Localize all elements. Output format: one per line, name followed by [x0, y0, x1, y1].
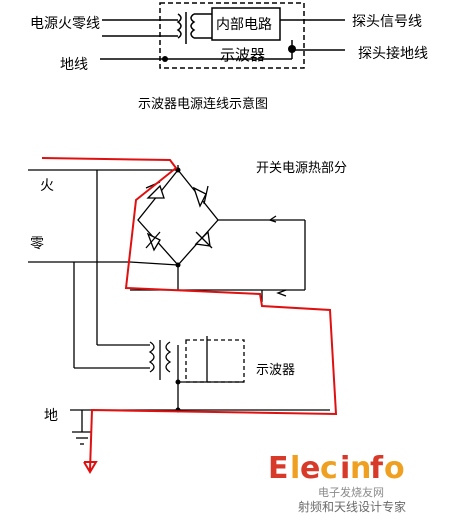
internal-circuit-box [211, 7, 281, 41]
transformer-primary [176, 13, 182, 39]
top-caption: 示波器电源连线示意图 [138, 96, 268, 112]
label-oscilloscope-bottom: 示波器 [256, 363, 295, 378]
label-neutral: 零 [30, 236, 44, 252]
label-live-neutral: 电源火零线 [30, 16, 100, 32]
brand-letter: l [290, 451, 300, 486]
probe-arrow [276, 289, 287, 297]
label-internal-circuit: 内部电路 [216, 17, 272, 33]
brand-letter: n [350, 451, 371, 486]
osc-transformer-primary [148, 341, 155, 373]
label-probe-signal: 探头信号线 [352, 14, 422, 30]
label-probe-ground: 探头接地线 [358, 45, 428, 62]
oscilloscope-box [185, 339, 245, 383]
bridge-rectifier [137, 169, 219, 266]
brand-sub: 电子发烧友网 [318, 485, 384, 499]
arrow-head [268, 215, 277, 223]
junction-dot [288, 45, 296, 53]
brand-letter: i [340, 451, 350, 486]
brand-letter: f [370, 451, 384, 486]
watermark-logo: E l e c i n f o 电子发烧友网 射频和天线设计专家 [268, 451, 406, 514]
brand-letter: c [320, 451, 338, 486]
junction-dot [175, 262, 181, 268]
bottom-diagram [28, 165, 330, 445]
brand-letter: e [300, 451, 320, 486]
junction-dot [175, 167, 181, 173]
current-path [41, 157, 338, 474]
brand-letter: o [384, 451, 405, 486]
junction-dot [175, 379, 181, 385]
brand-letter: E [268, 451, 289, 486]
diode [194, 230, 213, 249]
transformer-secondary [190, 13, 196, 39]
label-ground-bottom: 地 [44, 408, 58, 424]
label-oscilloscope-top: 示波器 [220, 46, 265, 64]
brand-tagline: 射频和天线设计专家 [298, 499, 406, 514]
diode [192, 185, 209, 208]
label-smps-hot: 开关电源热部分 [256, 161, 347, 176]
top-diagram [100, 2, 345, 69]
junction-dot [162, 56, 168, 62]
label-ground-top: 地线 [60, 57, 88, 73]
label-live: 火 [40, 178, 54, 194]
diode [145, 231, 161, 252]
